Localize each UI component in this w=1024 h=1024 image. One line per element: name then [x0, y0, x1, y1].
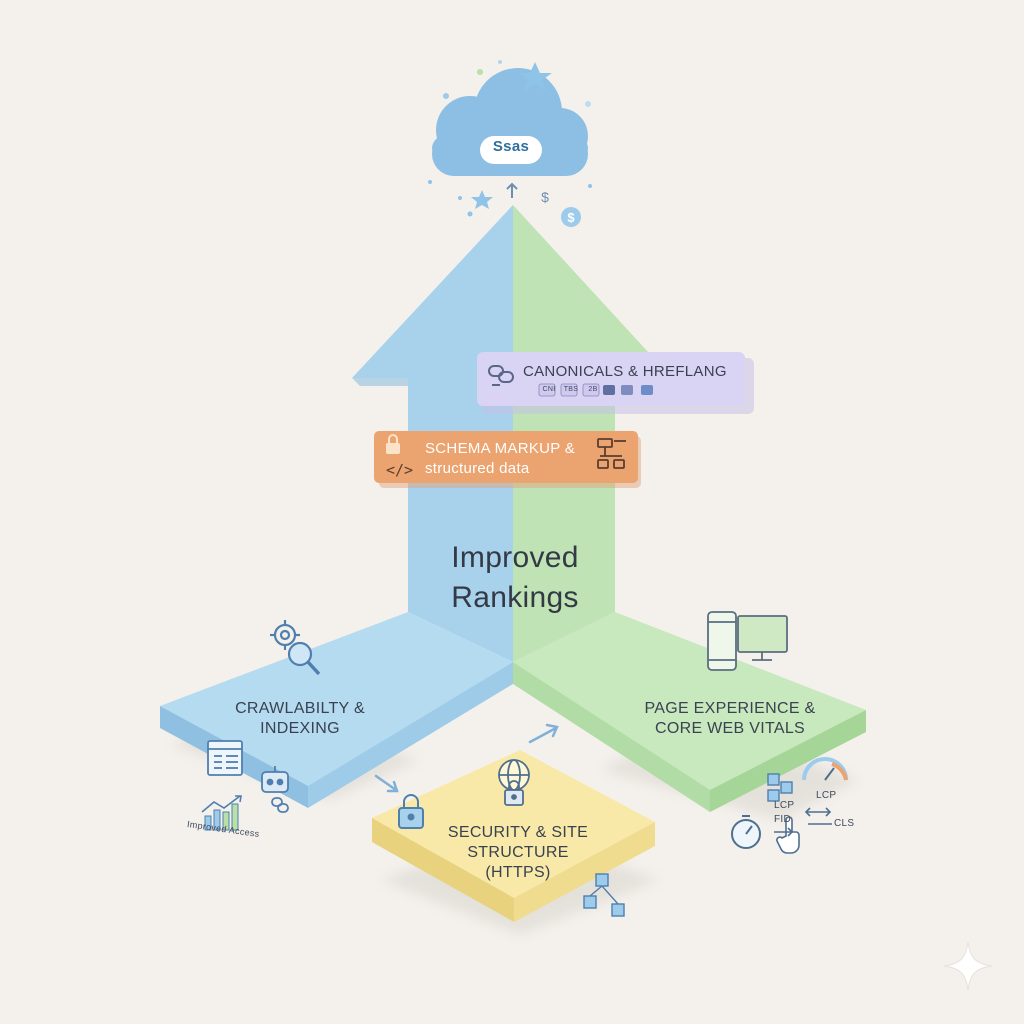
link-icon: [488, 365, 514, 386]
crawler-bot-icon: [261, 766, 289, 813]
center-title-line2: Rankings: [451, 581, 579, 614]
padlock-icon: [398, 794, 424, 829]
devices-icon: [707, 611, 788, 671]
tile-security: [372, 750, 655, 922]
gauge-icon: [802, 757, 848, 781]
crawl-label-line1: CRAWLABILTY &: [235, 700, 365, 717]
chip-cni: CNI: [542, 386, 556, 393]
schema-title-line2: structured data: [425, 460, 530, 477]
svg-text:$: $: [541, 189, 549, 205]
security-label-line2: STRUCTURE: [467, 844, 569, 861]
document-list-icon: [207, 740, 243, 776]
cloud-label: Ssas: [492, 138, 530, 155]
vital-fid: FID: [774, 814, 792, 825]
tile-page: [513, 612, 866, 812]
cloud-icon: [432, 68, 588, 176]
lock-code-icon: </>: [386, 434, 413, 479]
svg-text:</>: </>: [386, 461, 413, 479]
schema-title-line1: SCHEMA MARKUP &: [425, 440, 576, 457]
center-title-line1: Improved: [451, 541, 579, 574]
blocks-icon: [767, 773, 793, 802]
vital-lcp-right: LCP: [816, 790, 837, 801]
sitemap-icon: [597, 438, 626, 469]
network-blocks-icon: [583, 873, 625, 917]
bar-chart-icon: [201, 795, 242, 831]
flow-arrows: [374, 723, 559, 793]
chip-tbs: TBS: [563, 386, 579, 393]
arrow-up-small-icon: [506, 182, 518, 198]
cls-arrows-icon: [774, 807, 832, 837]
security-label-line1: SECURITY & SITE: [447, 824, 589, 841]
security-label-line3: (HTTPS): [485, 864, 551, 881]
canonicals-title: CANONICALS & HREFLANG: [523, 363, 727, 380]
sparkles: [428, 60, 592, 217]
vital-cls: CLS: [834, 818, 855, 829]
stopwatch-icon: [731, 815, 761, 849]
globe-lock-icon: [498, 759, 530, 806]
banner-schema: [374, 431, 641, 488]
banner-canonicals: [477, 352, 754, 414]
crawl-label-line2: INDEXING: [260, 720, 340, 737]
corner-sparkle-icon: [943, 941, 993, 991]
svg-text:$: $: [567, 210, 575, 225]
chip-2b: 2B: [588, 386, 598, 393]
page-label-line2: CORE WEB VITALS: [654, 720, 805, 737]
dollar-icon: $ $: [541, 189, 581, 227]
page-label-line1: PAGE EXPERIENCE &: [644, 700, 816, 717]
gear-search-icon: [270, 620, 321, 676]
vital-lcp-left: LCP: [774, 800, 795, 811]
